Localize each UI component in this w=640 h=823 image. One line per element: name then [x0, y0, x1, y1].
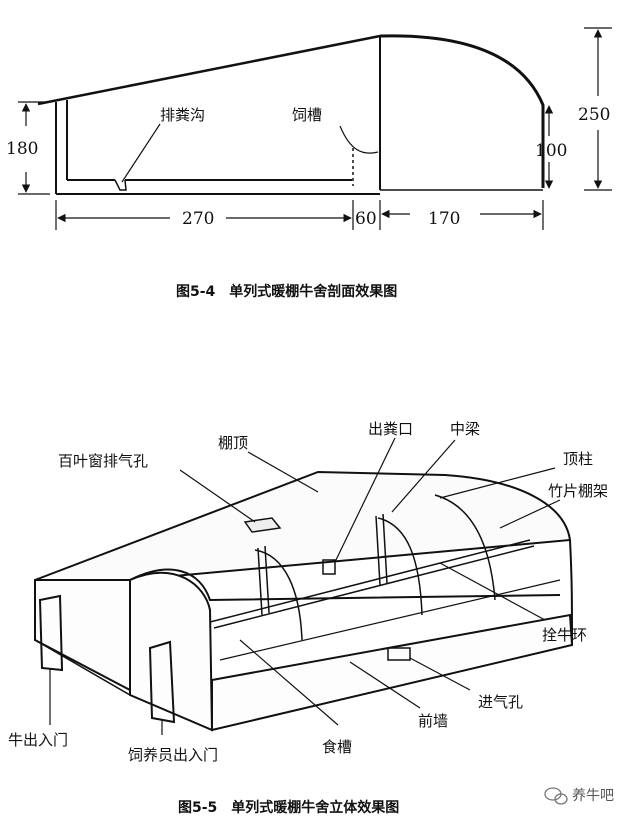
watermark: 养牛吧 — [544, 787, 614, 805]
section-drawing — [37, 34, 545, 195]
perspective-drawing — [34, 470, 574, 732]
perspective-labels: 百叶窗排气孔 棚顶 出粪口 中梁 顶柱 竹片棚架 拴牛环 进气孔 前墙 食槽 牛… — [8, 420, 608, 764]
label-middle-beam: 中梁 — [450, 420, 480, 438]
section-labels: 排粪沟 饲槽 — [121, 106, 379, 183]
roof-slope — [37, 34, 381, 106]
dim-100: 100 — [535, 141, 567, 161]
label-top-pillar: 顶柱 — [563, 450, 593, 468]
manure-outlet — [322, 559, 336, 575]
label-tie-ring: 拴牛环 — [542, 626, 587, 644]
keeper-door — [148, 640, 176, 724]
pillar-mid — [375, 513, 388, 586]
caption-figure-5-4: 图5-4 单列式暖棚牛舍剖面效果图 — [176, 283, 397, 300]
label-manure-ditch: 排粪沟 — [160, 106, 205, 124]
label-louver-vent: 百叶窗排气孔 — [58, 452, 148, 470]
label-front-wall: 前墙 — [418, 712, 448, 730]
wechat-icon — [544, 787, 568, 805]
middle-beam — [209, 539, 535, 629]
manure-ditch — [114, 179, 127, 191]
dim-270: 270 — [182, 209, 214, 229]
end-wall — [34, 579, 131, 692]
label-feed-trough-2: 食槽 — [322, 738, 352, 756]
arched-roof — [379, 34, 545, 188]
cattle-door — [38, 594, 64, 672]
watermark-text: 养牛吧 — [572, 788, 614, 804]
label-bamboo-frame: 竹片棚架 — [548, 482, 608, 500]
label-manure-outlet: 出粪口 — [368, 420, 413, 438]
label-keeper-door: 饲养员出入门 — [128, 746, 218, 764]
dim-250: 250 — [578, 105, 610, 125]
roof-face — [34, 470, 572, 581]
floor-line — [56, 179, 380, 195]
label-shed-roof: 棚顶 — [218, 434, 248, 452]
pillar-left — [257, 545, 270, 616]
front-wall — [211, 613, 574, 732]
label-air-inlet: 进气孔 — [478, 693, 523, 711]
dim-170: 170 — [428, 209, 460, 229]
caption-figure-5-5: 图5-5 单列式暖棚牛舍立体效果图 — [178, 799, 399, 816]
dim-60: 60 — [355, 209, 377, 229]
leader-lines — [49, 437, 561, 735]
label-feed-trough-1: 饲槽 — [292, 106, 322, 124]
dimension-lines: 180 250 100 270 60 170 — [6, 27, 612, 230]
label-cattle-door: 牛出入门 — [8, 731, 68, 749]
back-wall — [55, 100, 68, 194]
air-inlet — [387, 647, 411, 661]
dim-180: 180 — [6, 139, 38, 159]
